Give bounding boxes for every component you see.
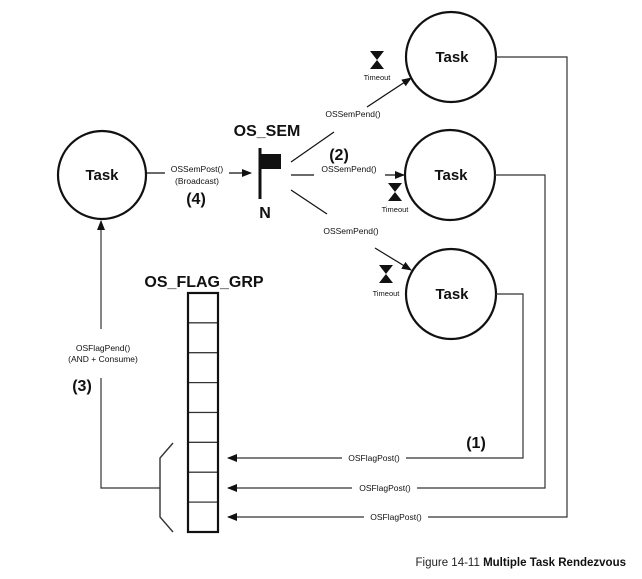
edge-sem-pend-top-label: OSSemPend() xyxy=(325,109,380,119)
task-bottom-right-label: Task xyxy=(435,286,469,303)
edge-flag-post-1-label: OSFlagPost() xyxy=(348,453,400,463)
flag-bits-bracket xyxy=(159,442,174,533)
flag-group: OS_FLAG_GRP xyxy=(144,274,264,534)
figure-caption-prefix: Figure 14-11 xyxy=(416,557,484,569)
edge-flag-post-3: OSFlagPost() xyxy=(227,56,568,522)
semaphore: OS_SEM N xyxy=(234,123,301,222)
flag-bit-cell xyxy=(187,471,219,503)
figure-caption-title: Multiple Task Rendezvous xyxy=(483,557,626,569)
figure-caption: Figure 14-11 Multiple Task Rendezvous xyxy=(416,557,626,569)
task-middle-right: Task xyxy=(403,128,497,222)
edge-flag-post-3-label: OSFlagPost() xyxy=(370,512,422,522)
edge-flag-pend: OSFlagPend() (AND + Consume) (3) xyxy=(68,220,160,489)
task-bottom-right: Task xyxy=(404,247,498,341)
flag-bit-cell xyxy=(187,411,219,443)
edge-sem-post-mode: (Broadcast) xyxy=(175,176,219,186)
edge-flag-pend-line-a xyxy=(100,378,160,489)
edge-sem-pend-middle-label: OSSemPend() xyxy=(321,164,376,174)
edge-sem-post: OSSemPost() (Broadcast) (4) xyxy=(146,164,252,208)
flag-bit-cell xyxy=(187,322,219,354)
hourglass-icon xyxy=(379,265,393,283)
flag-bit-cell xyxy=(187,501,219,533)
flag-group-cells xyxy=(187,292,219,533)
timeout-middle: Timeout xyxy=(382,183,410,214)
semaphore-label: OS_SEM xyxy=(234,123,301,140)
step-two-label: (2) xyxy=(329,147,349,164)
flag-group-label: OS_FLAG_GRP xyxy=(144,274,263,291)
task-middle-right-label: Task xyxy=(434,167,468,184)
edge-sem-pend-bottom-line-a xyxy=(290,189,328,215)
edge-sem-pend-middle: OSSemPend() xyxy=(291,164,405,179)
timeout-middle-label: Timeout xyxy=(382,205,410,214)
semaphore-count-label: N xyxy=(259,205,271,222)
task-left: Task xyxy=(56,129,148,221)
edge-flag-post-1: OSFlagPost() (1) xyxy=(227,293,524,463)
edge-sem-pend-bottom-label: OSSemPend() xyxy=(323,226,378,236)
edge-flag-post-2: OSFlagPost() xyxy=(227,174,546,493)
task-top-right-label: Task xyxy=(435,49,469,66)
flag-bit-cell xyxy=(187,441,219,473)
edge-sem-pend-top-line-a xyxy=(290,131,335,163)
edge-sem-post-label: OSSemPost() xyxy=(171,164,224,174)
task-top-right: Task xyxy=(404,10,498,104)
hourglass-icon xyxy=(388,183,402,201)
step-three-label: (3) xyxy=(72,378,92,395)
task-left-label: Task xyxy=(85,167,119,184)
flag-group-box xyxy=(186,291,220,534)
edge-flag-post-2-line-a xyxy=(417,174,546,489)
flag-bit-cell xyxy=(187,292,219,324)
edge-flag-post-2-label: OSFlagPost() xyxy=(359,483,411,493)
edge-sem-pend-top: OSSemPend() (2) xyxy=(290,77,412,164)
edge-flag-post-3-line-a xyxy=(428,56,568,518)
flag-bit-cell xyxy=(187,352,219,384)
edge-flag-pend-mode: (AND + Consume) xyxy=(68,354,138,364)
step-four-label: (4) xyxy=(186,191,206,208)
edge-flag-post-1-line-a xyxy=(406,293,524,459)
edge-flag-pend-label: OSFlagPend() xyxy=(76,343,130,353)
flag-bit-cell xyxy=(187,382,219,414)
edge-sem-pend-bottom: OSSemPend() xyxy=(290,189,412,271)
hourglass-icon xyxy=(370,51,384,69)
edge-sem-pend-bottom-line-b xyxy=(374,247,412,271)
semaphore-flag-icon xyxy=(261,154,281,169)
edge-sem-pend-top-line-b xyxy=(366,77,412,108)
timeout-bottom: Timeout xyxy=(373,265,401,298)
timeout-top: Timeout xyxy=(364,51,392,82)
timeout-top-label: Timeout xyxy=(364,73,392,82)
timeout-bottom-label: Timeout xyxy=(373,289,401,298)
step-one-label: (1) xyxy=(466,435,486,452)
task-left-circle xyxy=(56,129,148,221)
